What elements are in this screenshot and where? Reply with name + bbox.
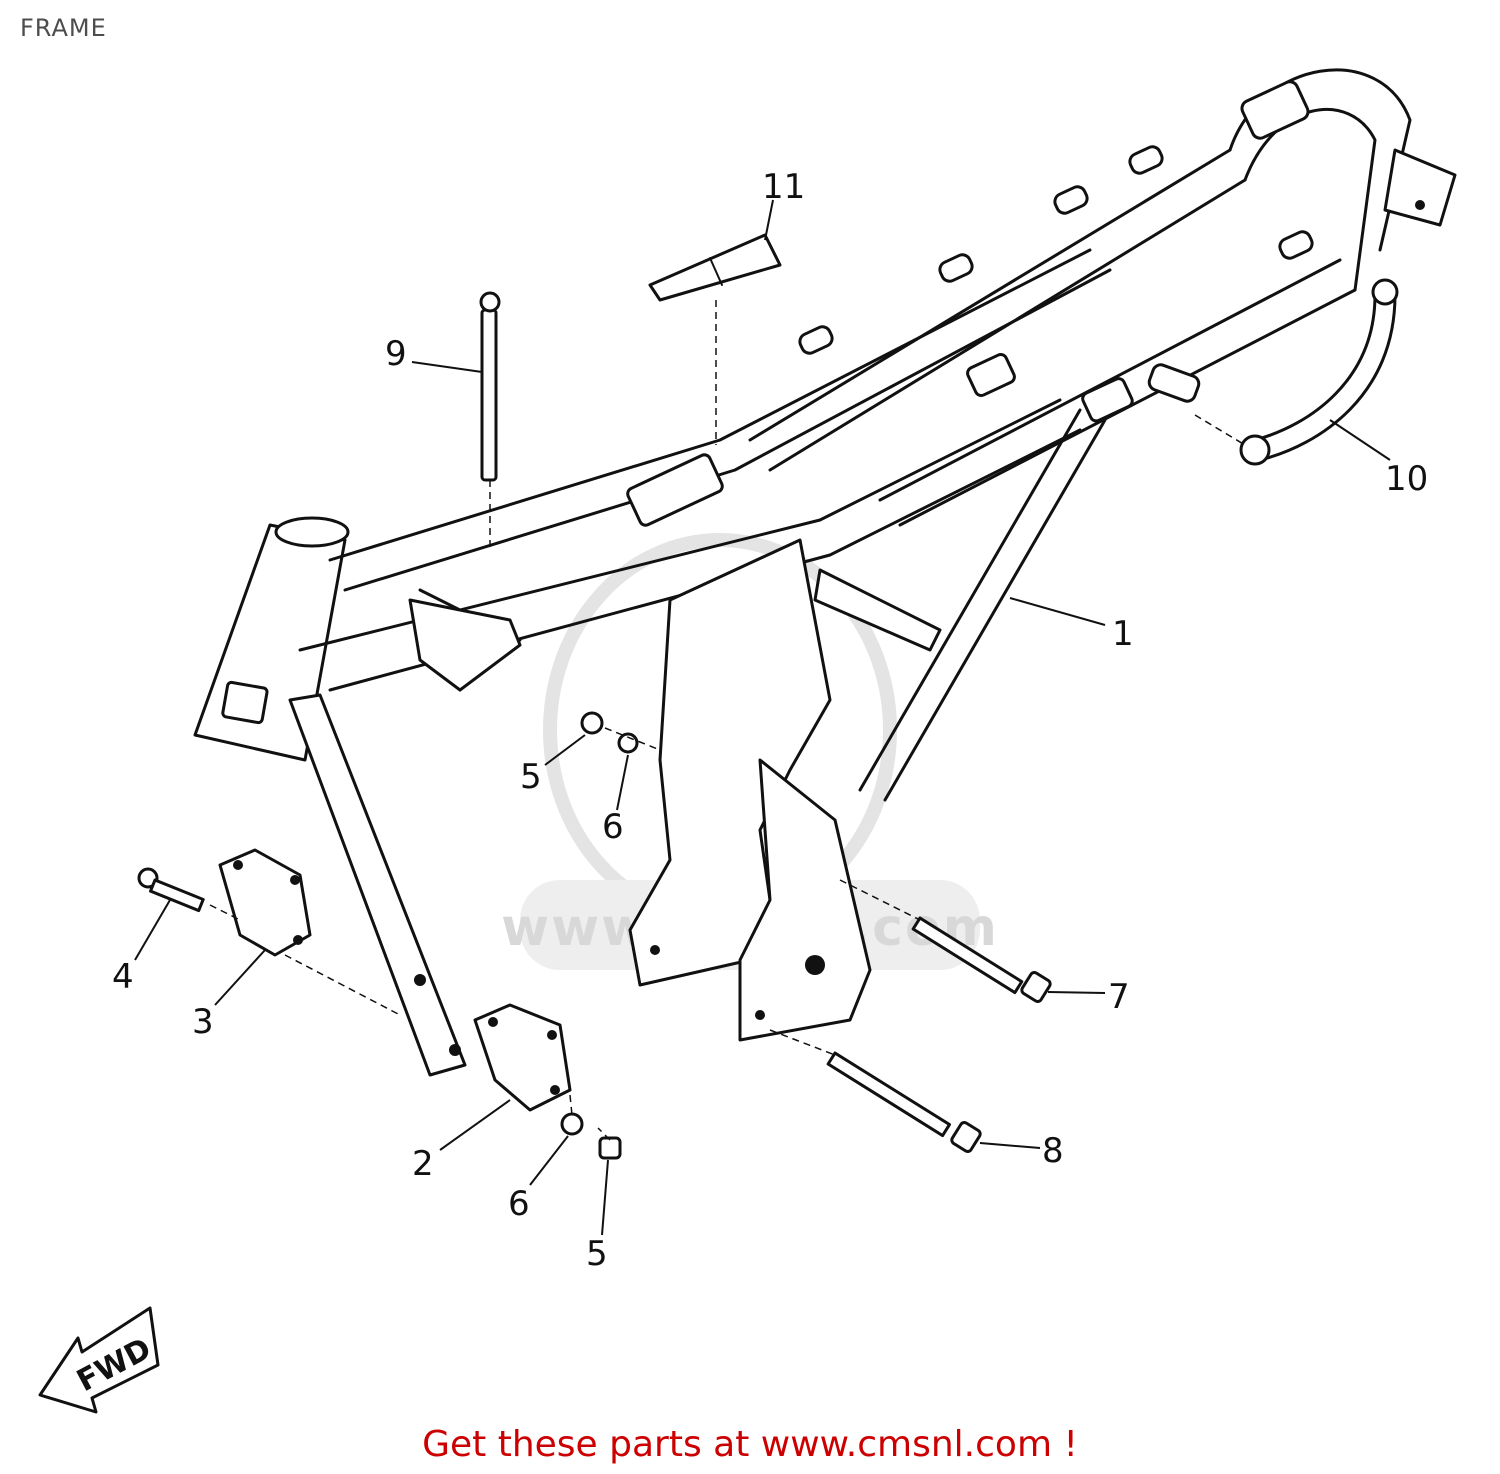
leader-lines bbox=[134, 199, 1391, 1236]
part-7-bolt bbox=[911, 916, 1052, 1003]
part-8-bolt bbox=[826, 1051, 982, 1153]
callout-1: 1 bbox=[1112, 614, 1134, 654]
part-2-bracket bbox=[473, 1003, 572, 1112]
footer-parts-link[interactable]: Get these parts at www.cmsnl.com ! bbox=[422, 1424, 1078, 1465]
forward-arrow-icon: FWD bbox=[38, 1306, 160, 1414]
callout-5-lower: 5 bbox=[586, 1234, 608, 1274]
part-11-label-plate bbox=[648, 233, 782, 302]
callout-2: 2 bbox=[412, 1144, 434, 1184]
callout-numbers: 1 2 3 4 5 5 6 6 7 8 9 10 11 bbox=[112, 167, 1428, 1274]
callout-9: 9 bbox=[385, 334, 407, 374]
part-10-bracket bbox=[1239, 278, 1399, 466]
callout-10: 10 bbox=[1385, 459, 1428, 499]
main-frame bbox=[193, 68, 1457, 1077]
callout-11: 11 bbox=[762, 167, 805, 207]
part-9-bolt bbox=[479, 291, 501, 482]
callout-8: 8 bbox=[1042, 1131, 1064, 1171]
callout-6-upper: 6 bbox=[602, 807, 624, 847]
part-4-bolt bbox=[137, 867, 205, 913]
hardware-nuts-washers bbox=[560, 711, 639, 1160]
callout-5-upper: 5 bbox=[520, 757, 542, 797]
page-title: FRAME bbox=[20, 14, 107, 42]
callout-4: 4 bbox=[112, 957, 134, 997]
assembly-lines bbox=[209, 300, 1246, 1141]
callout-6-lower: 6 bbox=[508, 1184, 530, 1224]
part-3-bracket bbox=[218, 848, 312, 957]
callout-7: 7 bbox=[1108, 977, 1130, 1017]
callout-3: 3 bbox=[192, 1002, 214, 1042]
